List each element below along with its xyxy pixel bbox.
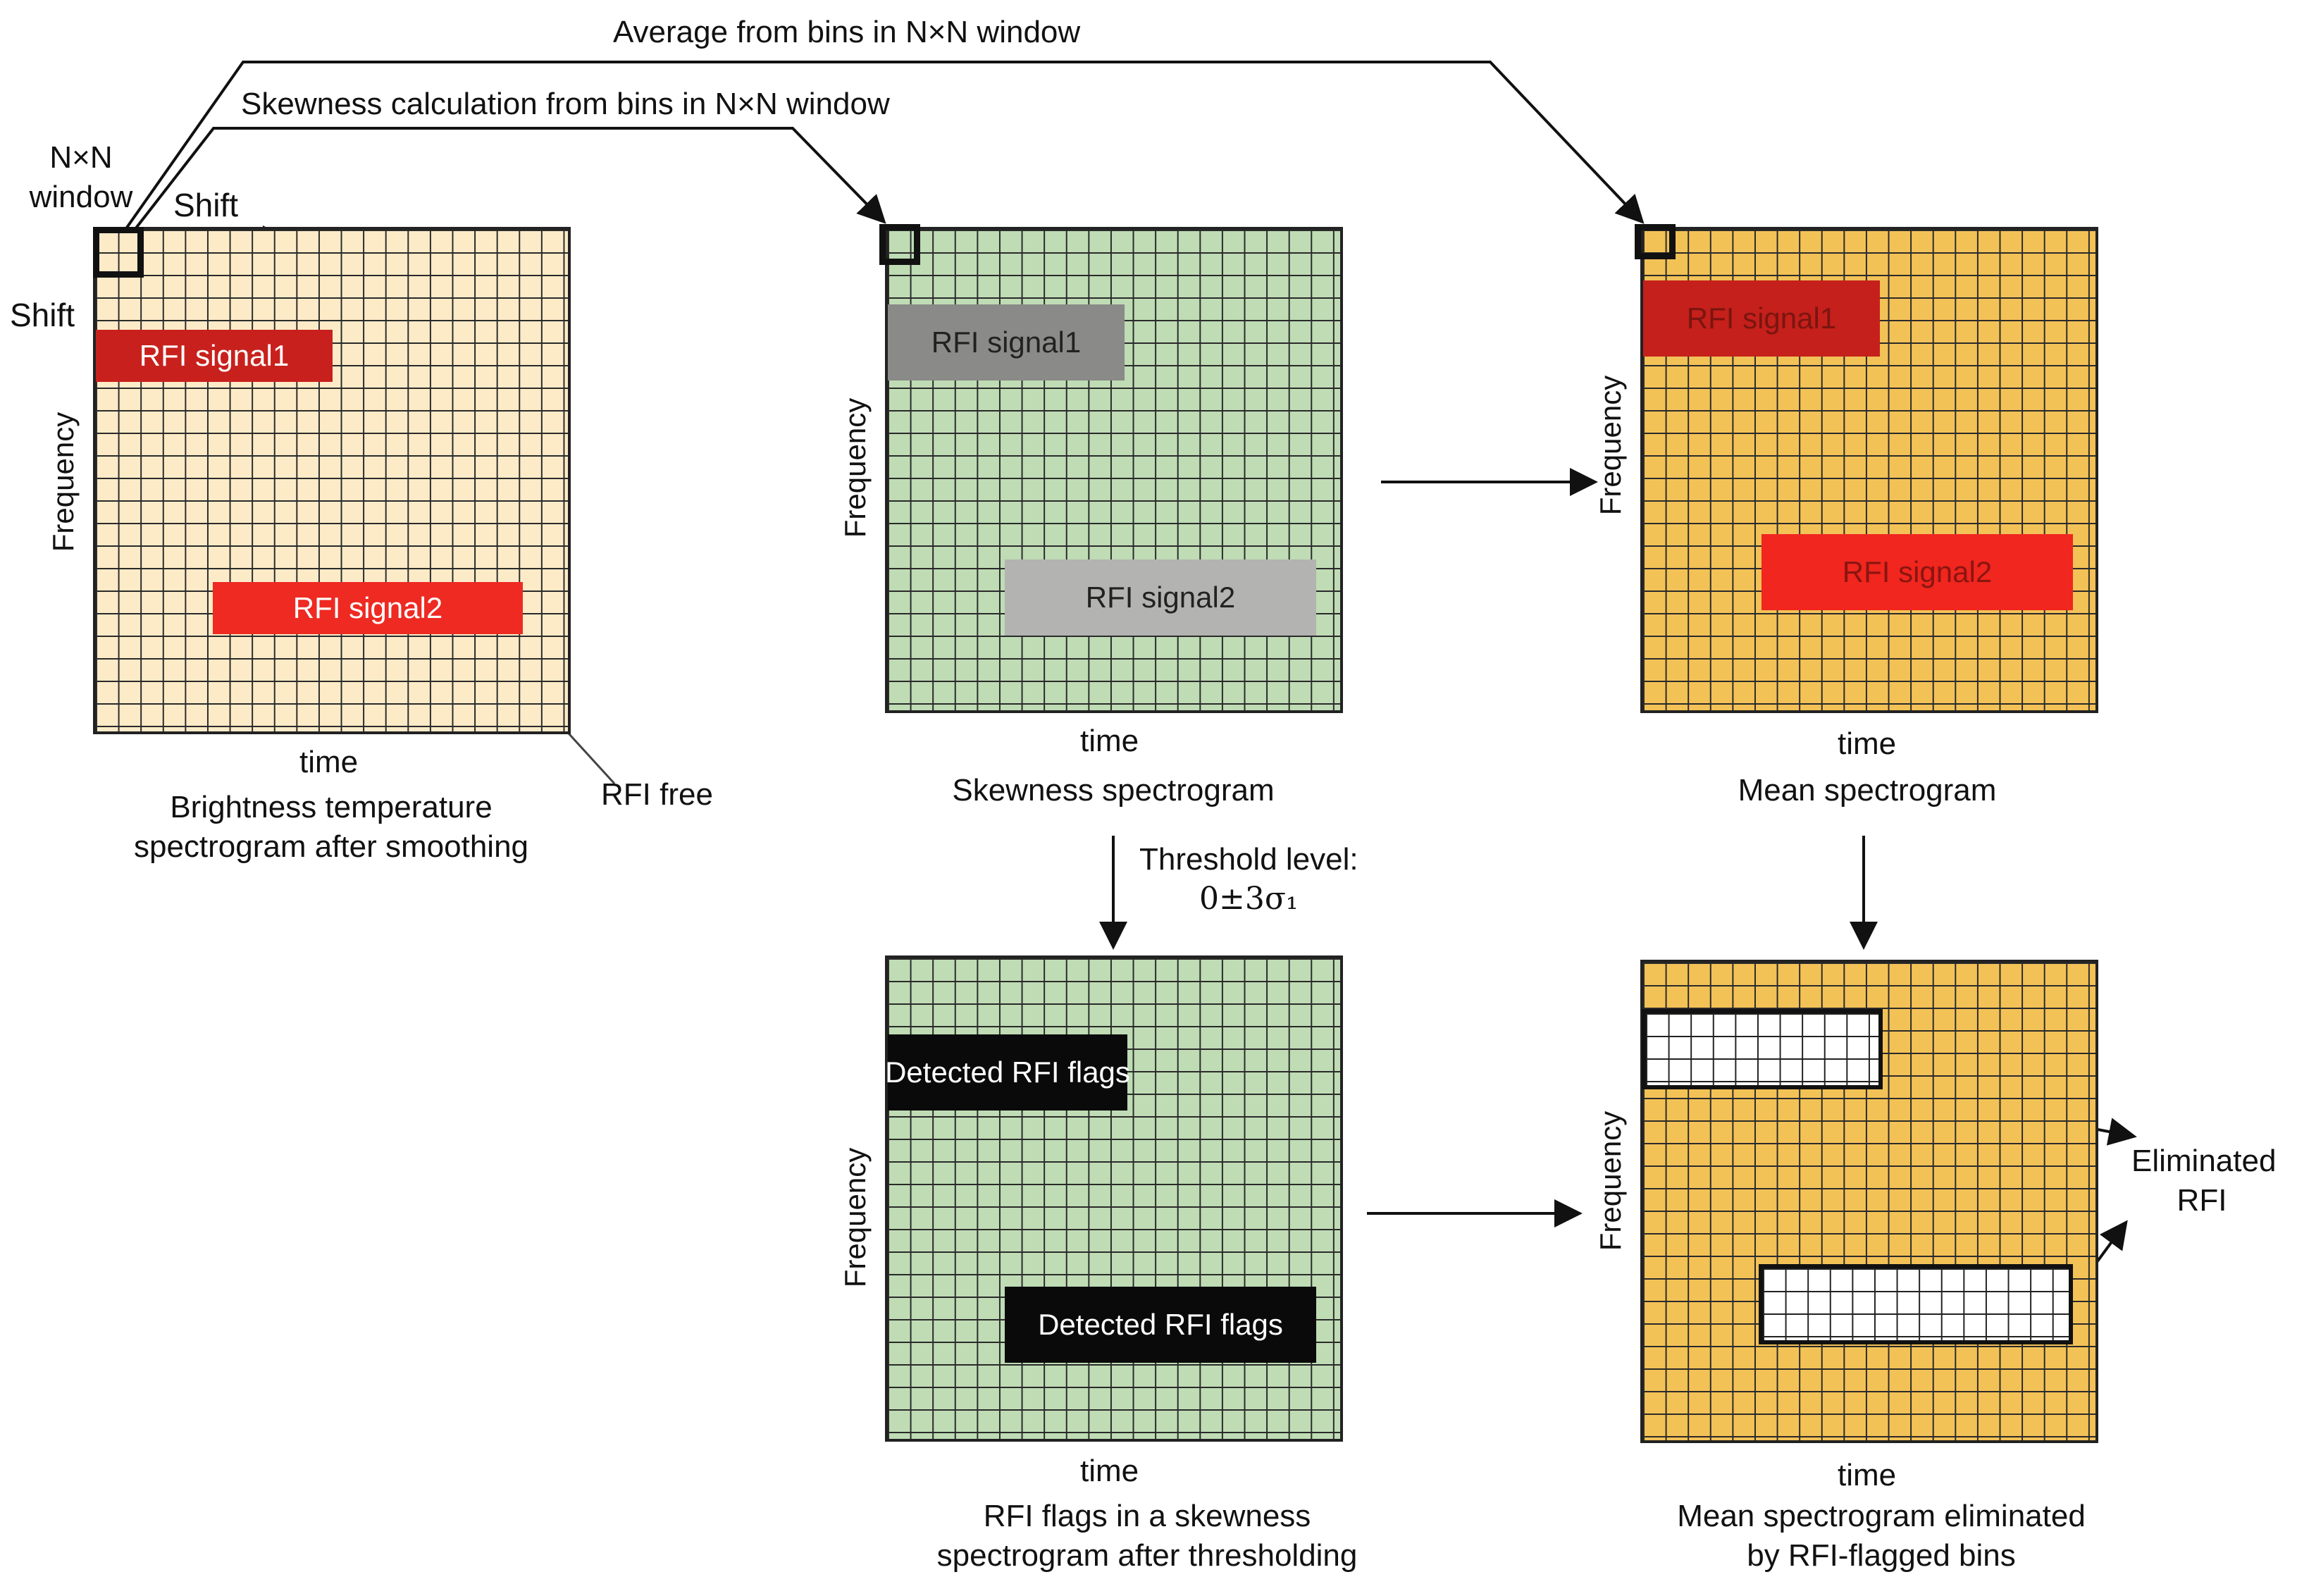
brightness-frequency-axis: Frequency <box>47 412 80 552</box>
skewness-window-box <box>879 224 920 265</box>
average-path-arrow <box>122 61 1645 234</box>
shift-horizontal-label: Shift <box>173 187 239 223</box>
skewness-frequency-axis: Frequency <box>838 397 872 538</box>
flags-caption-line1: RFI flags in a skewness <box>983 1499 1311 1533</box>
eliminated-caption: Mean spectrogram eliminated by RFI-flagg… <box>1677 1497 2086 1576</box>
brightness-spectrogram-grid <box>93 227 571 734</box>
mean-rfi-signal2: RFI signal2 <box>1762 534 2073 610</box>
nxn-label-line1: N×N <box>49 140 113 175</box>
mean-window-box <box>1635 224 1676 259</box>
threshold-line2: 0±3σ₁ <box>1199 881 1299 917</box>
flags-detected-1: Detected RFI flags <box>885 1034 1130 1111</box>
eliminated-frequency-axis: Frequency <box>1594 1111 1627 1251</box>
mean-caption: Mean spectrogram <box>1738 773 1997 808</box>
flags-caption: RFI flags in a skewness spectrogram afte… <box>937 1497 1358 1576</box>
skewness-calc-label: Skewness calculation from bins in N×N wi… <box>241 87 890 121</box>
nxn-label-line2: window <box>29 180 133 215</box>
threshold-line1: Threshold level: <box>1139 842 1358 877</box>
mean-frequency-axis: Frequency <box>1594 375 1627 516</box>
flags-caption-line2: spectrogram after thresholding <box>936 1538 1358 1573</box>
nxn-window-box <box>93 227 144 278</box>
shift-vertical-label: Shift <box>10 297 75 333</box>
skewness-spectrogram-grid <box>885 227 1343 713</box>
eliminated-rfi-label: Eliminated RFI <box>2131 1142 2277 1221</box>
eliminated-line1: Eliminated <box>2131 1144 2277 1178</box>
average-from-bins-label: Average from bins in N×N window <box>613 15 1081 49</box>
brightness-rfi-signal1: RFI signal1 <box>96 330 333 382</box>
eliminated-line2: RFI <box>2177 1183 2227 1218</box>
mean-time-axis: time <box>1838 726 1897 761</box>
flags-frequency-axis: Frequency <box>838 1147 872 1288</box>
threshold-label: Threshold level: 0±3σ₁ <box>1139 840 1358 920</box>
flags-time-axis: time <box>1080 1454 1139 1488</box>
skewness-path-arrow <box>131 127 886 234</box>
brightness-time-axis: time <box>299 745 359 779</box>
brightness-caption-line1: Brightness temperature <box>170 790 493 824</box>
skewness-rfi-signal2: RFI signal2 <box>1005 559 1316 636</box>
flags-detected-2: Detected RFI flags <box>1005 1287 1316 1363</box>
eliminated-caption-line1: Mean spectrogram eliminated <box>1677 1499 2086 1533</box>
rfi-free-label: RFI free <box>601 777 713 812</box>
eliminated-block-2 <box>1759 1264 2073 1344</box>
eliminated-block-1 <box>1642 1009 1883 1089</box>
nxn-window-label: N×N window <box>28 138 134 218</box>
mean-rfi-signal1: RFI signal1 <box>1643 280 1880 357</box>
eliminated-caption-line2: by RFI-flagged bins <box>1747 1538 2016 1573</box>
flags-spectrogram-grid <box>885 955 1343 1442</box>
brightness-caption-line2: spectrogram after smoothing <box>133 829 529 865</box>
brightness-rfi-signal2: RFI signal2 <box>213 582 523 634</box>
brightness-caption: Brightness temperature spectrogram after… <box>134 788 528 867</box>
skewness-rfi-signal1: RFI signal1 <box>888 304 1125 381</box>
skewness-time-axis: time <box>1080 724 1139 758</box>
skewness-caption: Skewness spectrogram <box>952 773 1275 808</box>
eliminated-time-axis: time <box>1838 1458 1897 1492</box>
